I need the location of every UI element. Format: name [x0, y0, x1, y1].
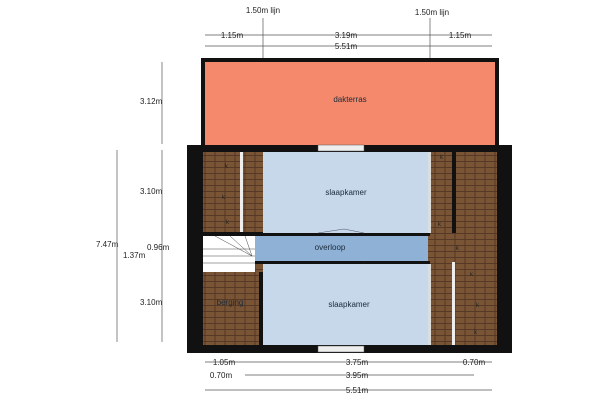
cupboard-label: k — [226, 220, 230, 226]
dim-top-total: 5.51m — [335, 42, 358, 51]
dim-top-right: 1.15m — [449, 31, 472, 40]
landing — [255, 236, 428, 261]
cupboard-label: k — [470, 272, 474, 278]
dim-bottom-middle: 3.75m — [346, 358, 369, 367]
door-bedroom-top[interactable] — [317, 228, 365, 234]
room-label-storage: berging — [217, 298, 244, 307]
bottom-dimensions: 1.05m 3.75m 0.70m 0.70m 3.95m 5.51m — [205, 358, 492, 395]
window-bottom — [317, 345, 365, 353]
room-label-bedroom-top: slaapkamer — [325, 188, 367, 197]
cupboard-label: k — [476, 303, 480, 309]
line-label-left: 1.50m lijn — [246, 6, 280, 15]
cupboard-label: k — [222, 195, 226, 201]
room-label-landing: overloop — [315, 243, 346, 252]
dim-left-terrace: 3.12m — [140, 97, 163, 106]
dim-left-bedroom-top: 3.10m — [140, 187, 163, 196]
left-dimensions: 3.12m 3.10m 0.96m 1.37m 3.10m 7.47m — [96, 62, 170, 342]
dim-left-total: 7.47m — [96, 240, 119, 249]
top-dimensions: 1.50m lijn 1.50m lijn 1.15m 3.19m 1.15m … — [205, 6, 492, 60]
cupboard-label: k — [225, 164, 229, 170]
room-label-bedroom-bottom: slaapkamer — [328, 300, 370, 309]
cupboard-label: k — [440, 155, 444, 161]
dim-bottom-row2-middle: 3.95m — [346, 371, 369, 380]
cupboard-label: k — [474, 330, 478, 336]
dim-bottom-total: 5.51m — [346, 386, 369, 395]
window-top — [317, 144, 365, 152]
stair-steps — [203, 235, 255, 264]
dim-top-left: 1.15m — [221, 31, 244, 40]
dim-bottom-row2-left: 0.70m — [210, 371, 233, 380]
dim-top-middle: 3.19m — [335, 31, 358, 40]
bedroom-bottom — [263, 264, 428, 345]
roof-terrace — [205, 62, 495, 146]
room-label-terrace: dakterras — [333, 95, 366, 104]
cupboard-label: k — [456, 246, 460, 252]
dim-left-stair: 1.37m — [123, 251, 146, 260]
bedroom-top — [263, 152, 428, 233]
dim-bottom-left: 1.05m — [213, 358, 236, 367]
line-label-right: 1.50m lijn — [415, 8, 449, 17]
dim-left-landing: 0.96m — [147, 243, 170, 252]
staircase[interactable] — [203, 236, 255, 272]
cupboard-label: k — [438, 222, 442, 228]
dim-left-bedroom-bottom: 3.10m — [140, 298, 163, 307]
dim-bottom-right: 0.70m — [463, 358, 486, 367]
